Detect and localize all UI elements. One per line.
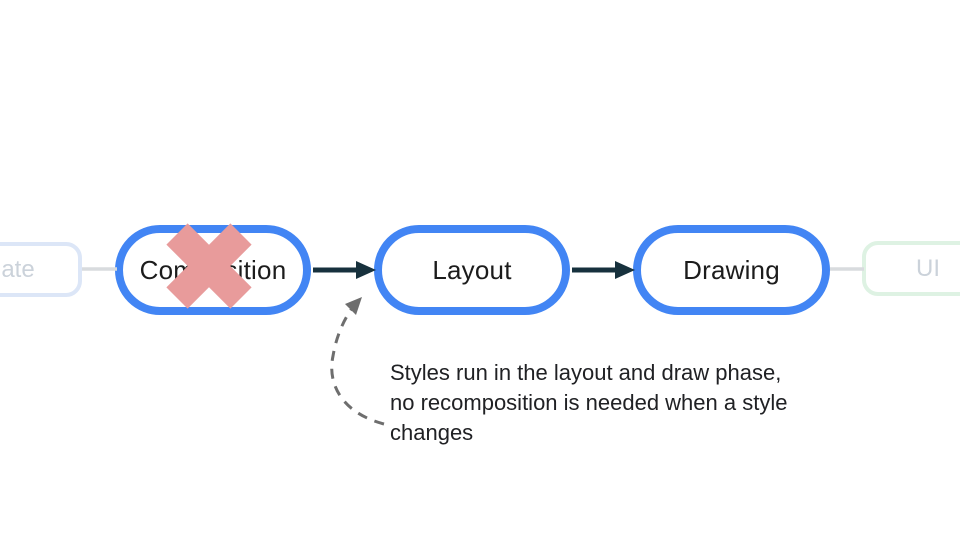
dashed-arrow-head-icon [345,297,362,315]
arrow-composition-to-layout [313,261,376,279]
arrow-layout-to-drawing [572,261,635,279]
node-drawing-label: Drawing [683,254,780,285]
arrow-head-icon [615,261,635,279]
annotation-text: Styles run in the layout and draw phase,… [390,358,787,448]
node-state-partial: ate [0,242,82,297]
node-state-label: ate [1,255,35,283]
arrow-head-icon [356,261,376,279]
annotation-line-1: Styles run in the layout and draw phase, [390,360,782,385]
node-ui-partial: UI [862,241,960,296]
node-layout-label: Layout [432,254,512,285]
node-layout: Layout [374,225,570,315]
node-composition-label: Composition [139,254,287,285]
dashed-arrow-path [330,299,385,426]
node-composition: Composition [115,225,311,315]
annotation-line-2: no recomposition is needed when a style [390,390,788,415]
dashed-annotation-arrow [330,297,385,426]
node-drawing: Drawing [633,225,830,315]
node-ui-label: UI [916,254,940,282]
annotation-line-3: changes [390,420,474,445]
